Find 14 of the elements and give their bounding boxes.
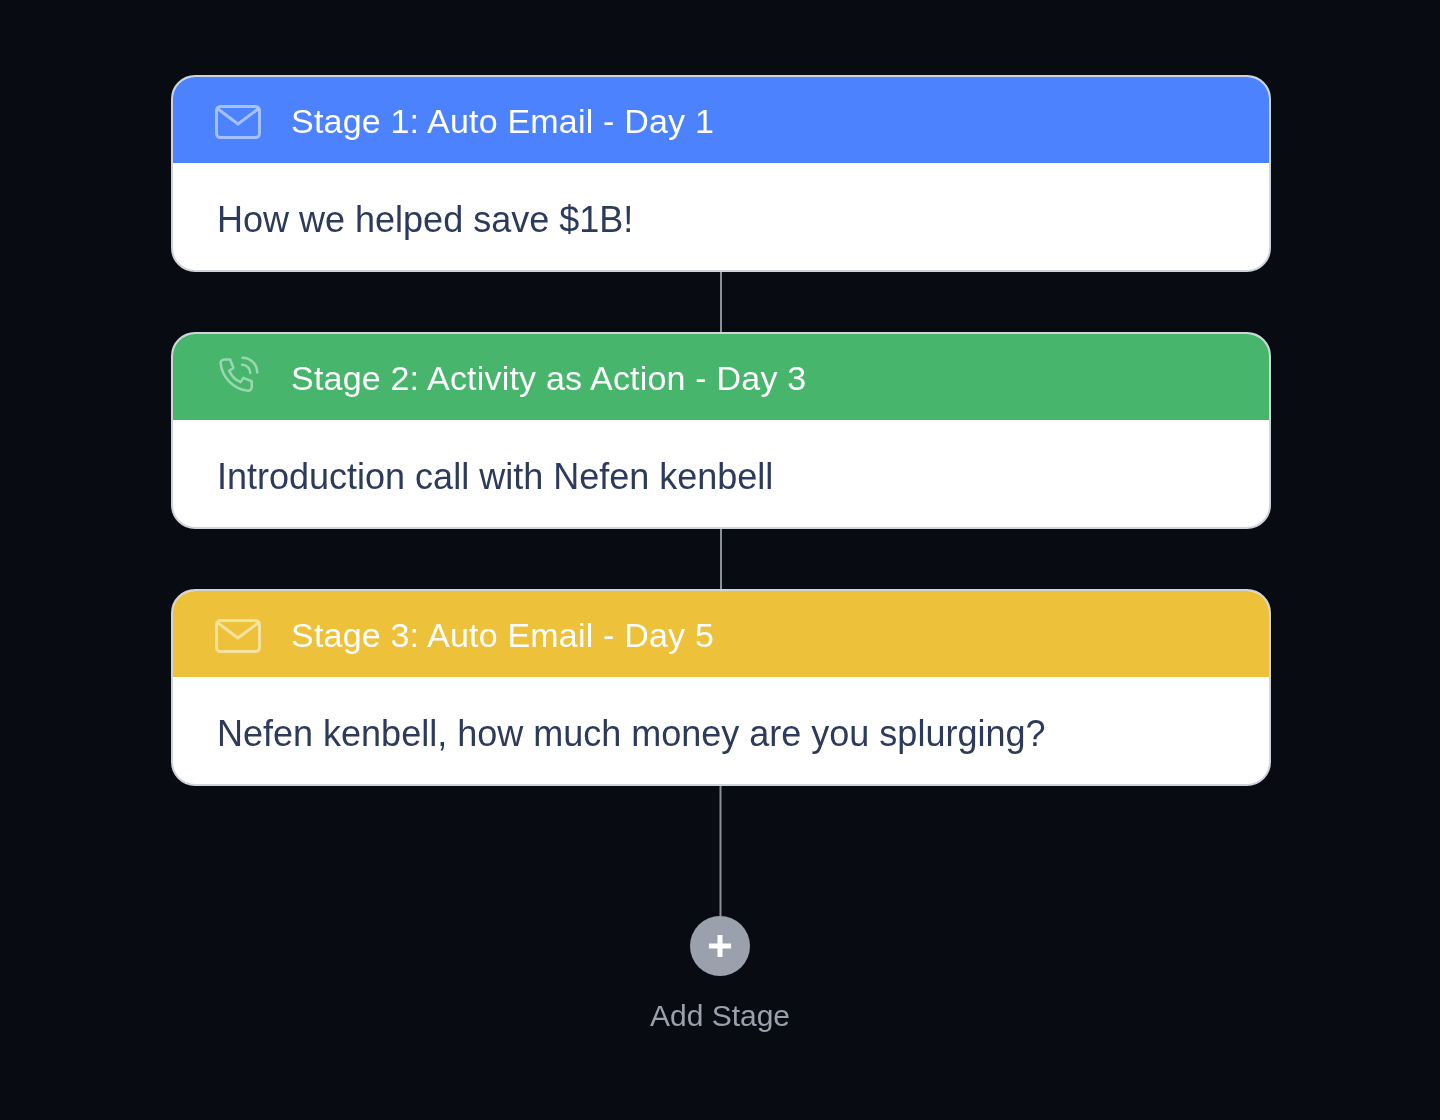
stage-title: Stage 2: Activity as Action - Day 3	[291, 358, 807, 398]
connector-line	[719, 785, 722, 917]
stage-card	[171, 75, 1271, 272]
connector-line	[720, 271, 722, 333]
add-stage-label: Add Stage	[649, 998, 791, 1034]
stage-title: Stage 3: Auto Email - Day 5	[291, 615, 715, 655]
stage-card	[171, 332, 1271, 529]
stage-title: Stage 1: Auto Email - Day 1	[291, 101, 715, 141]
stage-message: Introduction call with Nefen kenbell	[217, 456, 774, 498]
stage-message: Nefen kenbell, how much money are you splurging?	[217, 713, 1046, 755]
add-button-circle	[690, 916, 750, 976]
stage-message: How we helped save $1B!	[217, 199, 634, 241]
connector-line	[720, 528, 722, 590]
stage-card	[171, 589, 1271, 786]
